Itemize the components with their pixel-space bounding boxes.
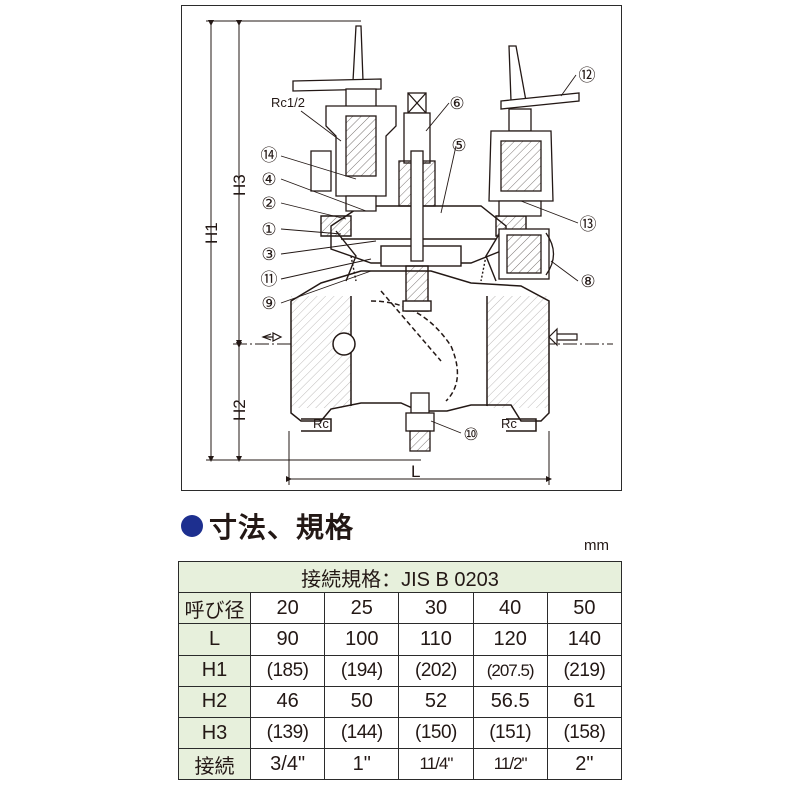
bullet-icon: [181, 515, 203, 537]
valve-section-drawing: H1 H3 H2 L: [202, 20, 613, 485]
table-cell: 50: [546, 592, 623, 625]
row-label: 呼び径: [178, 592, 251, 625]
table-cell: 46: [249, 685, 326, 718]
table-row: L 90 100 110 120 140: [178, 623, 623, 656]
table-cell: 110: [398, 623, 474, 656]
row-label: H2: [178, 685, 251, 718]
spec-table: 接続規格：JIS B 0203 呼び径 20 25 30 40 50 L 90 …: [178, 560, 623, 781]
port-label-top: Rc1/2: [271, 95, 305, 110]
table-cell: (185): [249, 654, 326, 687]
table-cell: 90: [249, 623, 326, 656]
table-row: H3 (139) (144) (150) (151) (158): [178, 716, 623, 750]
table-caption: 接続規格：JIS B 0203: [178, 560, 622, 594]
row-label: H3: [178, 716, 251, 750]
part-9: ⑨: [261, 294, 276, 313]
table-row: 接続 3/4" 1" 11/4" 11/2" 2": [178, 748, 623, 781]
part-3: ③: [261, 245, 276, 264]
leader-lines: [280, 74, 579, 434]
table-cell: 30: [398, 592, 474, 625]
table-cell: 100: [324, 623, 400, 656]
part-11: ⑪: [261, 270, 278, 289]
right-adjuster: [498, 228, 555, 280]
stem-assembly: [398, 92, 436, 262]
label-l: L: [411, 462, 420, 481]
part-13: ⑬: [580, 215, 597, 234]
port-labels: Rc1/2 Rc Rc: [271, 95, 517, 431]
table-row: 呼び径 20 25 30 40 50: [178, 592, 623, 625]
valve-body: [290, 270, 550, 432]
part-2: ②: [261, 194, 276, 213]
table-row: H1 (185) (194) (202) (207.5) (219): [178, 654, 623, 687]
table-cell: 52: [398, 685, 474, 718]
part-14: ⑭: [261, 146, 278, 165]
table-cell: 61: [546, 685, 623, 718]
table-cell: 11/4": [398, 748, 474, 781]
table-cell: 2": [546, 748, 623, 781]
left-pilot: [292, 25, 397, 212]
table-cell: 40: [472, 592, 548, 625]
table-cell: 120: [472, 623, 548, 656]
label-h1: H1: [202, 222, 221, 244]
row-label: H1: [178, 654, 251, 687]
table-cell: (219): [546, 654, 623, 687]
dimension-labels: H1 H3 H2 L: [202, 174, 420, 481]
label-h3: H3: [230, 174, 249, 196]
part-8: ⑧: [580, 272, 595, 291]
table-cell: (139): [249, 716, 326, 750]
part-6: ⑥: [449, 94, 464, 113]
row-label: 接続: [178, 748, 251, 781]
bottom-drain: [405, 392, 435, 452]
right-pilot: [488, 45, 580, 217]
table-cell: 56.5: [472, 685, 548, 718]
part-1: ①: [261, 220, 276, 239]
table-cell: 140: [546, 623, 623, 656]
row-label: L: [178, 623, 251, 656]
table-cell: 11/2": [472, 748, 548, 781]
table-cell: 20: [249, 592, 326, 625]
table-cell: (207.5): [472, 654, 548, 687]
label-h2: H2: [230, 399, 249, 421]
part-5: ⑤: [451, 136, 466, 155]
part-balloons: ⑭ ④ ② ① ③ ⑪ ⑨ ⑥ ⑤ ⑫ ⑬ ⑧ ⑩: [261, 66, 597, 444]
section-title: 寸法、規格: [209, 512, 355, 543]
table-row: H2 46 50 52 56.5 61: [178, 685, 623, 718]
part-4: ④: [261, 170, 276, 189]
drawing-frame: H1 H3 H2 L: [181, 5, 622, 491]
flow-arrows: [261, 327, 578, 347]
table-cell: 1": [324, 748, 400, 781]
part-10: ⑩: [463, 425, 478, 444]
table-cell: 3/4": [249, 748, 326, 781]
table-cell: (194): [324, 654, 400, 687]
table-cell: (158): [546, 716, 623, 750]
table-cell: (151): [472, 716, 548, 750]
table-cell: (144): [324, 716, 400, 750]
table-cell: 50: [324, 685, 400, 718]
port-label-left: Rc: [313, 416, 329, 431]
section-heading: 寸法、規格: [181, 506, 354, 546]
table-cell: (150): [398, 716, 474, 750]
unit-label: mm: [584, 537, 609, 554]
port-label-right: Rc: [501, 416, 517, 431]
part-12: ⑫: [579, 66, 596, 85]
table-cell: (202): [398, 654, 474, 687]
table-cell: 25: [324, 592, 400, 625]
table-caption-row: 接続規格：JIS B 0203: [178, 560, 622, 594]
